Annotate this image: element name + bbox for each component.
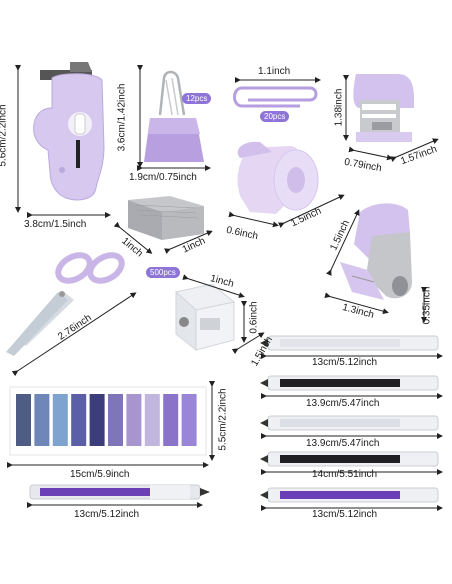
paper-clip (233, 86, 318, 108)
pen-5-label: 13cm/5.12inch (312, 509, 378, 520)
scissors (6, 252, 125, 356)
sticky-tab-swatch (108, 394, 123, 446)
pen-tip (260, 339, 268, 347)
pen-4-label: 14cm/5.51inch (312, 469, 378, 480)
pen-1-label: 13cm/5.12inch (312, 357, 378, 368)
sticky-tab-swatch (34, 394, 50, 446)
pen-ink (280, 339, 400, 347)
pen-tip (260, 491, 268, 499)
pen (260, 451, 443, 475)
tabs-height-label: 5.5cm/2.2inch (217, 388, 229, 451)
pen-tip (260, 455, 268, 463)
pen-set (260, 335, 443, 511)
binder-count-badge: 12pcs (182, 93, 212, 104)
paperclip-count-badge: 20pcs (260, 111, 290, 122)
sticky-tab-swatches (16, 394, 197, 446)
cutter-width-label: 3.8cm/1.5inch (24, 219, 87, 230)
pen-tip (260, 379, 268, 387)
sticky-tab-swatch (52, 394, 68, 446)
tabs-width-label: 15cm/5.9inch (70, 469, 130, 480)
sticky-tab-swatch (163, 394, 179, 446)
staples-box (128, 196, 204, 240)
pencil-sharpener (174, 283, 236, 352)
stapler-height-label: 1.38inch (333, 88, 345, 127)
sticky-tab-swatch (71, 394, 87, 446)
pen (260, 335, 443, 359)
sticky-tab-swatch (16, 394, 31, 446)
binder-height-label: 3.6cm/1.42inch (116, 83, 128, 152)
staples-count-badge: 500pcs (146, 267, 180, 278)
binder-clip (144, 70, 204, 162)
pen-ink (280, 379, 400, 387)
staple-remover (340, 203, 412, 300)
remover-depth-label: 0.35inch (421, 286, 433, 325)
pen-ink (280, 419, 400, 427)
sticky-tab-swatch (144, 394, 160, 446)
pen (260, 487, 443, 511)
pen (260, 375, 443, 399)
cutter-height-label: 5.6cm/2.2inch (0, 104, 9, 167)
pen (260, 415, 443, 439)
pen-ink (280, 491, 400, 499)
paperclip-length-label: 1.1inch (258, 66, 291, 77)
pen-2-label: 13.9cm/5.47inch (306, 398, 380, 409)
pen-tip (260, 419, 268, 427)
pen-3-label: 13.9cm/5.47inch (306, 438, 380, 449)
pen-ink (280, 455, 400, 463)
bottom-pen-label: 13cm/5.12inch (74, 509, 140, 520)
sticky-tab-swatch (126, 394, 142, 446)
tape-dispenser (237, 141, 319, 214)
sticky-tab-swatch (181, 394, 197, 446)
sharpener-side-label: 0.6inch (248, 301, 260, 334)
sticky-tab-swatch (89, 394, 105, 446)
utility-cutter (33, 62, 105, 201)
bottom-gel-pen (29, 484, 210, 500)
mini-stapler (353, 74, 414, 142)
binder-width-label: 1.9cm/0.75inch (129, 172, 197, 183)
